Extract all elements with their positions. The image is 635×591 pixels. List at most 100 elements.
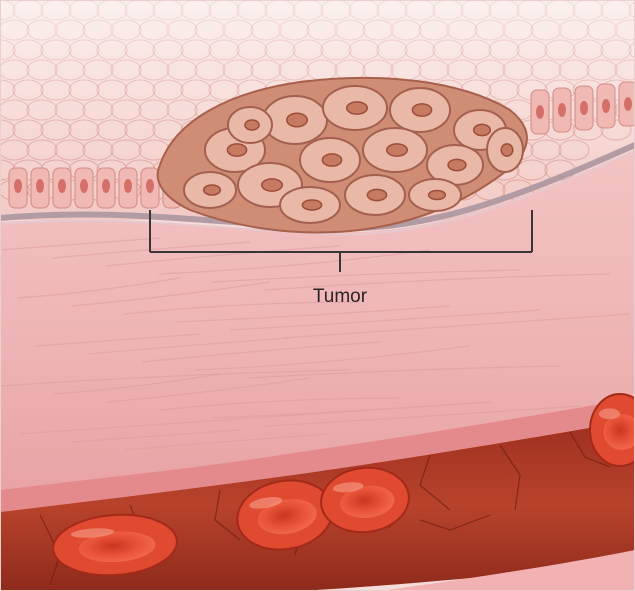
epithelial-cell [138,99,170,121]
epithelial-cell [0,99,30,121]
epithelial-cell [152,39,184,61]
epithelial-cell [306,19,338,41]
endothelial-border [569,431,611,468]
epithelial-cell [502,19,534,41]
epithelial-cell [586,59,618,81]
epithelial-cell [530,59,562,81]
endothelial-border [419,454,451,511]
stroma-fiber [0,237,161,251]
cell-nucleus [58,179,66,193]
tumor-nucleus [346,101,368,115]
epithelial-cell [432,39,464,61]
epithelial-cell [26,59,58,81]
vessel-upper-wall [0,398,635,512]
stroma-fiber [52,241,251,259]
epithelial-cell [96,119,128,141]
epithelial-cell [110,59,142,81]
cell-nucleus [602,99,610,113]
epithelial-cell [460,39,492,61]
epithelial-cell [0,59,30,81]
epithelial-cell [12,0,44,21]
endothelial-border [214,489,241,541]
epithelial-cell [558,139,590,161]
stroma-fiber [123,301,361,315]
epithelial-cell [250,59,282,81]
epithelial-cell [208,0,240,21]
epithelial-cell [180,0,212,21]
epithelial-cell [292,39,324,61]
epithelial-cell [432,0,464,21]
epithelial-cell [222,59,254,81]
red-blood-cell-icon [589,393,635,467]
epithelial-cell [26,99,58,121]
epithelial-cell [96,0,128,21]
epithelial-cell [236,0,268,21]
epithelial-cell [26,139,58,161]
stroma-fiber [265,405,581,427]
epithelial-cell [68,39,100,61]
epithelial-cell [124,0,156,21]
epithelial-cell [68,79,100,101]
epithelial-cell [544,39,576,61]
epithelial-cell [124,79,156,101]
epithelial-cell [152,0,184,21]
epithelial-cell [600,39,632,61]
epithelial-cell [180,39,212,61]
epithelial-cell [488,0,520,21]
epithelial-cell [0,119,16,141]
red-blood-cell-icon [52,513,178,577]
epithelial-cell [82,59,114,81]
tumor-nucleus [261,178,283,192]
epithelial-cell [516,0,548,21]
tumor-nucleus [386,143,408,157]
stroma-fiber [71,429,241,443]
cell-nucleus [146,179,154,193]
epithelial-cell [516,39,548,61]
epithelial-cell [68,0,100,21]
epithelial-cell [404,39,436,61]
epithelial-cell [194,59,226,81]
epithelial-cell [278,19,310,41]
red-blood-cell-icon [320,466,410,534]
epithelial-cell [278,59,310,81]
epithelial-cell [362,19,394,41]
epithelial-cell [54,19,86,41]
cell-nucleus [580,101,588,115]
epithelial-cell [0,39,16,61]
epithelial-cell [474,59,506,81]
tumor-nucleus [202,184,222,196]
epithelial-cell [82,19,114,41]
tumor [156,76,528,234]
epithelial-cell [320,39,352,61]
epithelial-cell [614,59,635,81]
stroma-fiber [105,245,341,267]
epithelial-cell [390,19,422,41]
epithelial-cell [418,59,450,81]
cell-nucleus [124,179,132,193]
epithelial-cell [558,59,590,81]
epithelial-cell [488,39,520,61]
epithelial-cell [264,39,296,61]
tumor-nucleus [301,199,323,211]
stroma-fiber [53,373,221,395]
epithelial-cell [12,39,44,61]
epithelial-cell [110,19,142,41]
cell-nucleus [36,179,44,193]
stroma-fiber [0,369,351,387]
epithelial-cell [166,99,198,121]
epithelial-cell [110,99,142,121]
stroma-fiber [194,345,471,371]
stroma-fiber [124,433,331,451]
cell-nucleus [102,179,110,193]
stroma-fiber [70,281,271,307]
tumor-nucleus [286,112,308,128]
epithelial-cell [152,79,184,101]
stroma-fiber [17,277,181,299]
epithelial-cell [68,119,100,141]
stroma-fiber [141,341,381,363]
tumor-nucleus [447,158,467,172]
cell-nucleus [14,179,22,193]
epithelial-cell [530,139,562,161]
tumor-nucleus [472,123,492,137]
stroma-fiber [18,409,371,435]
